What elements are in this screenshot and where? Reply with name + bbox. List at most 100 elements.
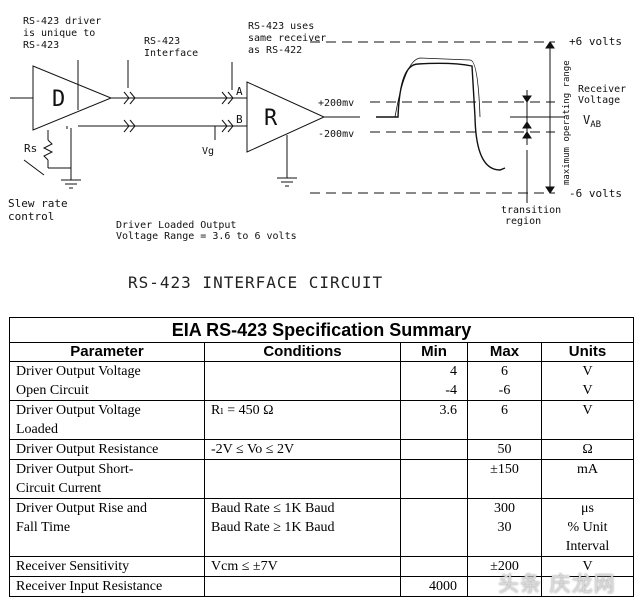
cell-parameter: Driver Output Short-Circuit Current bbox=[9, 459, 205, 499]
column-header: Units bbox=[540, 342, 635, 362]
max-line: ±150 bbox=[490, 462, 519, 477]
vab-label: VAB bbox=[583, 113, 601, 130]
receiver-voltage-line2: Voltage bbox=[578, 95, 620, 106]
units-line: V bbox=[582, 559, 593, 574]
cell-conditions: Rₗ = 450 Ω bbox=[204, 400, 401, 440]
loaded-note-line2: Voltage Range = 3.6 to 6 volts bbox=[116, 231, 297, 242]
diagram-caption: RS-423 INTERFACE CIRCUIT bbox=[128, 273, 383, 292]
cell-max: 6 bbox=[467, 400, 542, 440]
min-line: 3.6 bbox=[439, 403, 458, 418]
max-line: -6 bbox=[498, 383, 511, 398]
cell-conditions bbox=[204, 576, 401, 597]
cell-units bbox=[540, 576, 635, 597]
parameter-line: Driver Output Resistance bbox=[16, 442, 159, 457]
note-interface-line2: Interface bbox=[144, 48, 198, 59]
watermark: 头条 庆龙网 bbox=[498, 572, 616, 596]
units-line: mA bbox=[577, 462, 599, 477]
cell-min bbox=[400, 439, 468, 460]
note-interface-line1: RS-423 bbox=[144, 36, 180, 47]
conditions-line: Baud Rate ≤ 1K Baud bbox=[211, 501, 335, 516]
max-line: 50 bbox=[497, 442, 512, 457]
vg-label: Vg bbox=[202, 146, 214, 157]
rs-label: Rs bbox=[24, 142, 37, 155]
transition-label-line1: transition bbox=[501, 205, 561, 216]
cell-min bbox=[400, 556, 468, 577]
min-line: 4000 bbox=[429, 579, 457, 594]
cell-conditions: Vcm ≤ ±7V bbox=[204, 556, 401, 577]
column-header: Max bbox=[467, 342, 542, 362]
table-row: Driver Output Short-Circuit Current ±150 m… bbox=[9, 459, 635, 499]
note-driver-line1: RS-423 driver bbox=[23, 16, 101, 27]
cell-conditions: -2V ≤ Vo ≤ 2V bbox=[204, 439, 401, 460]
receiver-voltage-line1: Receiver bbox=[578, 84, 626, 95]
cell-units: Ω bbox=[540, 439, 635, 460]
cell-min: 3.6 bbox=[400, 400, 468, 440]
note-receiver-line2: same receiver bbox=[248, 33, 326, 44]
pin-b-label: B bbox=[236, 113, 243, 126]
loaded-note-line1: Driver Loaded Output bbox=[116, 220, 236, 231]
conditions-line: Baud Rate ≥ 1K Baud bbox=[211, 520, 335, 535]
max-line: 300 bbox=[494, 501, 515, 516]
min-line: -4 bbox=[445, 383, 457, 398]
minus200-label: -200mv bbox=[318, 129, 354, 140]
parameter-line: Fall Time bbox=[16, 520, 71, 535]
spec-table: EIA RS-423 Specification Summary Paramet… bbox=[8, 317, 635, 597]
slew-label-line1: Slew rate bbox=[8, 197, 68, 210]
column-header: Min bbox=[400, 342, 468, 362]
pin-a-label: A bbox=[236, 85, 243, 98]
cell-min bbox=[400, 459, 468, 499]
column-header: Parameter bbox=[9, 342, 205, 362]
transition-label-line2: region bbox=[505, 216, 541, 227]
plus200-label: +200mv bbox=[318, 98, 354, 109]
table-row: Driver Output Resistance -2V ≤ Vo ≤ 2V 50 Ω bbox=[9, 439, 635, 460]
min-line: 4 bbox=[450, 364, 457, 379]
max-range-label: maximum operating range bbox=[562, 60, 572, 185]
units-line: % Unit bbox=[567, 520, 608, 535]
driver-label: D bbox=[52, 87, 65, 112]
parameter-line: Loaded bbox=[16, 422, 58, 437]
parameter-line: Receiver Input Resistance bbox=[16, 579, 163, 594]
max-line: 30 bbox=[497, 520, 512, 535]
table-row: Receiver Input Resistance 4000 bbox=[9, 576, 635, 597]
receiver-label: R bbox=[264, 106, 278, 131]
cell-min: 4000 bbox=[400, 576, 468, 597]
units-line: μs bbox=[581, 501, 594, 516]
units-line: V bbox=[582, 403, 593, 418]
note-receiver-line3: as RS-422 bbox=[248, 45, 302, 56]
cell-conditions bbox=[204, 459, 401, 499]
max-line: ±200 bbox=[490, 559, 519, 574]
conditions-line: Vcm ≤ ±7V bbox=[211, 559, 278, 574]
max-line: 6 bbox=[501, 403, 508, 418]
note-driver-line3: RS-423 bbox=[23, 40, 59, 51]
parameter-line: Receiver Sensitivity bbox=[16, 559, 130, 574]
cell-parameter: Receiver Input Resistance bbox=[9, 576, 205, 597]
units-line: V bbox=[582, 383, 593, 398]
parameter-line: Circuit Current bbox=[16, 481, 102, 496]
cell-units: mA bbox=[540, 459, 635, 499]
cell-max: ±150 bbox=[467, 459, 542, 499]
cell-parameter: Driver Output Resistance bbox=[9, 439, 205, 460]
cell-conditions bbox=[204, 361, 401, 401]
parameter-line: Open Circuit bbox=[16, 383, 89, 398]
column-header: Conditions bbox=[204, 342, 401, 362]
plus6-label: +6 volts bbox=[569, 35, 622, 48]
minus6-label: -6 volts bbox=[569, 187, 622, 200]
conditions-line: -2V ≤ Vo ≤ 2V bbox=[211, 442, 295, 457]
cell-max: 50 bbox=[467, 439, 542, 460]
note-driver-line2: is unique to bbox=[23, 28, 95, 39]
cell-max: 6-6 bbox=[467, 361, 542, 401]
rs423-circuit-diagram: RS-423 driver is unique to RS-423 RS-423… bbox=[8, 16, 626, 292]
max-line: 6 bbox=[501, 364, 508, 379]
driver-triangle bbox=[32, 65, 113, 131]
